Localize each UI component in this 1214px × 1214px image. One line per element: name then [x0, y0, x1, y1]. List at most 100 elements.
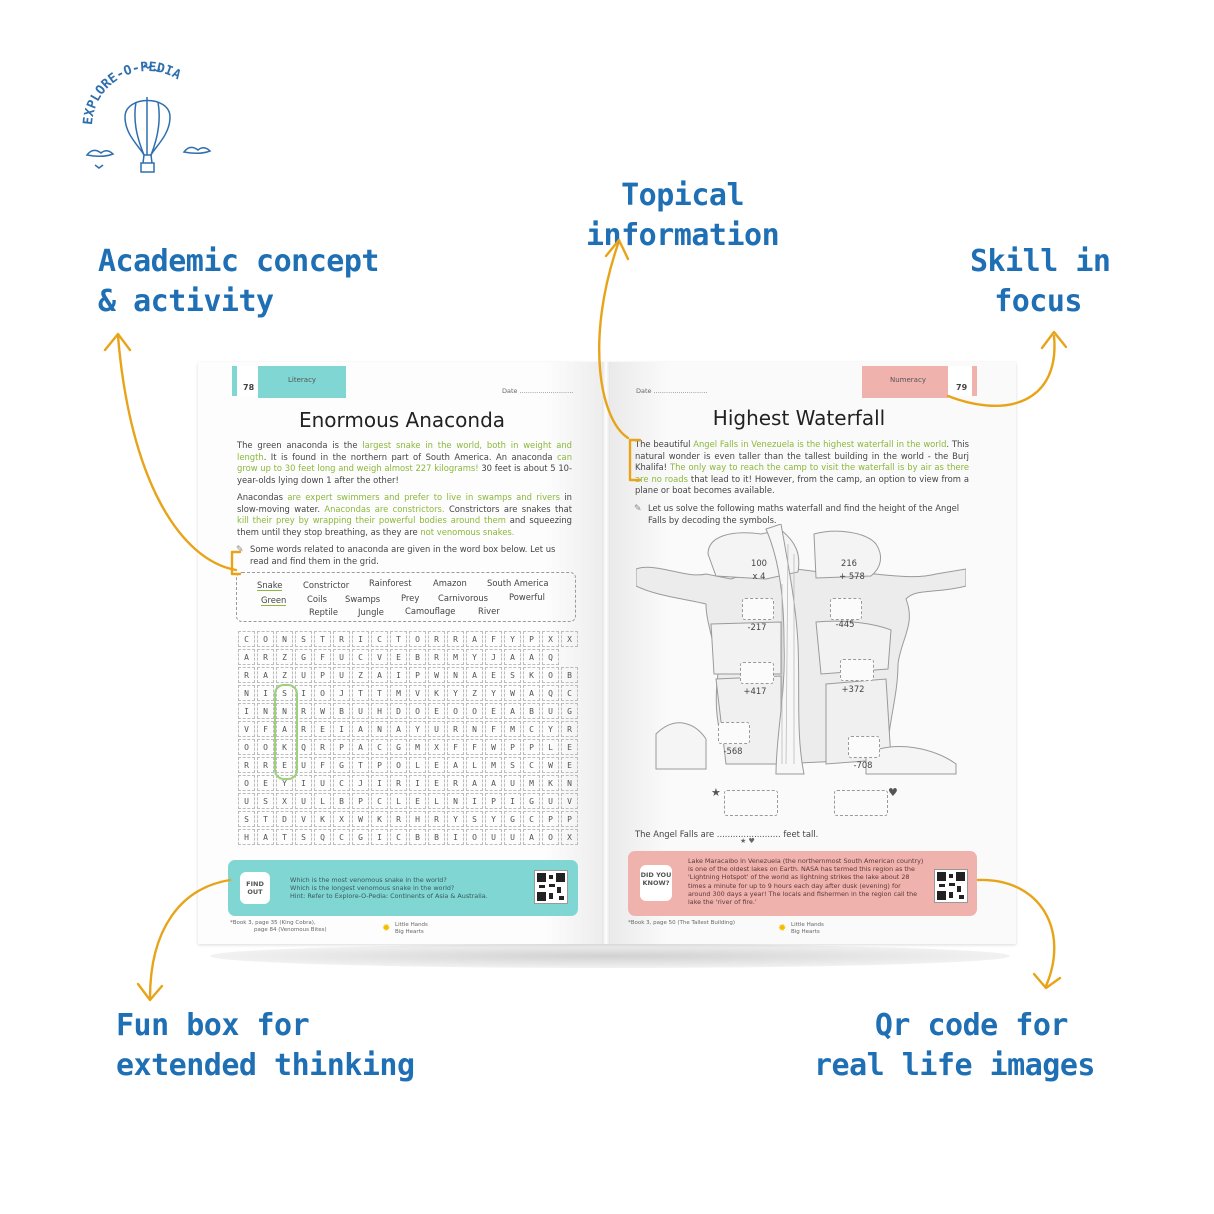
grid-cell[interactable]: R — [257, 649, 274, 665]
grid-cell[interactable]: S — [295, 829, 312, 845]
grid-cell[interactable]: Y — [542, 721, 559, 737]
grid-cell[interactable]: K — [523, 667, 540, 683]
grid-cell[interactable]: E — [561, 757, 578, 773]
grid-cell[interactable]: O — [409, 631, 426, 647]
grid-cell[interactable]: N — [238, 685, 255, 701]
answer-box[interactable] — [848, 736, 880, 758]
grid-cell[interactable]: U — [333, 649, 350, 665]
grid-cell[interactable]: E — [485, 703, 502, 719]
grid-cell[interactable]: C — [333, 829, 350, 845]
grid-cell[interactable]: T — [276, 829, 293, 845]
grid-cell[interactable]: J — [352, 775, 369, 791]
grid-cell[interactable]: R — [390, 775, 407, 791]
grid-cell[interactable]: R — [295, 721, 312, 737]
grid-cell[interactable]: C — [352, 649, 369, 665]
grid-cell[interactable]: L — [466, 757, 483, 773]
grid-cell[interactable]: U — [295, 757, 312, 773]
grid-cell[interactable]: D — [276, 811, 293, 827]
grid-cell[interactable]: R — [561, 721, 578, 737]
grid-cell[interactable]: E — [314, 721, 331, 737]
grid-cell[interactable]: A — [390, 721, 407, 737]
grid-cell[interactable]: T — [390, 631, 407, 647]
grid-cell[interactable]: O — [257, 739, 274, 755]
grid-cell[interactable]: B — [409, 649, 426, 665]
grid-cell[interactable]: F — [485, 721, 502, 737]
grid-cell[interactable]: I — [504, 793, 521, 809]
grid-cell[interactable]: V — [561, 793, 578, 809]
grid-cell[interactable]: C — [238, 631, 255, 647]
grid-cell[interactable]: T — [352, 757, 369, 773]
grid-cell[interactable]: P — [333, 739, 350, 755]
grid-cell[interactable]: U — [295, 667, 312, 683]
grid-cell[interactable]: L — [428, 793, 445, 809]
grid-cell[interactable]: P — [371, 757, 388, 773]
grid-cell[interactable]: F — [466, 739, 483, 755]
grid-cell[interactable]: B — [561, 667, 578, 683]
grid-cell[interactable]: P — [561, 811, 578, 827]
grid-cell[interactable]: C — [523, 811, 540, 827]
grid-cell[interactable]: R — [238, 667, 255, 683]
answer-box[interactable] — [742, 598, 774, 620]
grid-cell[interactable]: A — [447, 757, 464, 773]
answer-box[interactable] — [830, 598, 862, 620]
grid-cell[interactable]: Q — [542, 685, 559, 701]
grid-cell[interactable]: E — [428, 703, 445, 719]
grid-cell[interactable]: W — [428, 667, 445, 683]
grid-cell[interactable]: C — [561, 685, 578, 701]
grid-cell[interactable]: B — [523, 703, 540, 719]
grid-cell[interactable]: C — [333, 775, 350, 791]
grid-cell[interactable]: D — [390, 703, 407, 719]
grid-cell[interactable]: K — [276, 739, 293, 755]
grid-cell[interactable]: I — [447, 829, 464, 845]
grid-cell[interactable]: V — [409, 685, 426, 701]
grid-cell[interactable]: I — [257, 685, 274, 701]
grid-cell[interactable]: X — [333, 811, 350, 827]
grid-cell[interactable]: F — [314, 649, 331, 665]
grid-cell[interactable]: U — [542, 793, 559, 809]
grid-cell[interactable]: K — [542, 775, 559, 791]
grid-cell[interactable]: I — [371, 829, 388, 845]
grid-cell[interactable]: I — [466, 793, 483, 809]
grid-cell[interactable]: B — [333, 703, 350, 719]
grid-cell[interactable]: Z — [352, 667, 369, 683]
grid-cell[interactable]: A — [485, 775, 502, 791]
grid-cell[interactable]: O — [466, 829, 483, 845]
grid-cell[interactable]: U — [504, 829, 521, 845]
grid-cell[interactable]: F — [257, 721, 274, 737]
grid-cell[interactable]: P — [523, 739, 540, 755]
grid-cell[interactable]: O — [542, 829, 559, 845]
grid-cell[interactable]: M — [485, 757, 502, 773]
grid-cell[interactable]: L — [314, 793, 331, 809]
grid-cell[interactable]: T — [314, 631, 331, 647]
grid-cell[interactable]: U — [428, 721, 445, 737]
answer-box[interactable] — [724, 790, 778, 816]
grid-cell[interactable]: G — [352, 829, 369, 845]
grid-cell[interactable]: H — [409, 811, 426, 827]
grid-cell[interactable]: Y — [276, 775, 293, 791]
grid-cell[interactable]: U — [352, 703, 369, 719]
grid-cell[interactable]: U — [295, 793, 312, 809]
grid-cell[interactable]: B — [333, 793, 350, 809]
grid-cell[interactable]: P — [523, 631, 540, 647]
grid-cell[interactable]: O — [409, 703, 426, 719]
grid-cell[interactable]: Z — [276, 649, 293, 665]
grid-cell[interactable]: A — [257, 667, 274, 683]
grid-cell[interactable]: R — [390, 811, 407, 827]
grid-cell[interactable]: A — [504, 649, 521, 665]
grid-cell[interactable]: E — [561, 739, 578, 755]
grid-cell[interactable]: U — [238, 793, 255, 809]
grid-cell[interactable]: Y — [447, 685, 464, 701]
grid-cell[interactable]: G — [333, 757, 350, 773]
grid-cell[interactable]: A — [523, 829, 540, 845]
grid-cell[interactable]: X — [561, 829, 578, 845]
answer-box[interactable] — [840, 659, 874, 681]
grid-cell[interactable]: H — [371, 703, 388, 719]
grid-cell[interactable]: T — [371, 685, 388, 701]
grid-cell[interactable]: A — [238, 649, 255, 665]
grid-cell[interactable]: W — [352, 811, 369, 827]
grid-cell[interactable]: V — [295, 811, 312, 827]
grid-cell[interactable]: Q — [542, 649, 559, 665]
grid-cell[interactable]: X — [542, 631, 559, 647]
grid-cell[interactable]: R — [447, 721, 464, 737]
grid-cell[interactable]: N — [371, 721, 388, 737]
